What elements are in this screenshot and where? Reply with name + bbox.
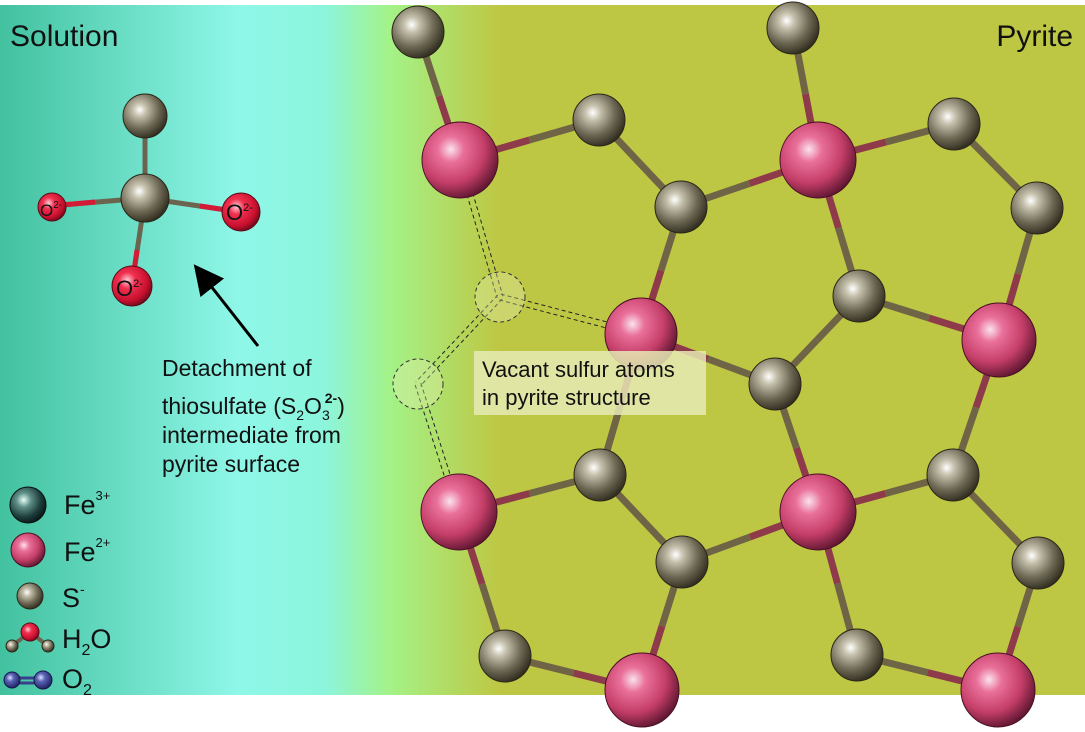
oxygen-molecule-icon bbox=[3, 670, 53, 690]
oxygen-right-label: O2- bbox=[226, 200, 253, 225]
dashed-bond-v1-v2-1 bbox=[419, 298, 503, 387]
sulfur-atom-s11 bbox=[478, 629, 532, 683]
sulfur-atom-s12 bbox=[830, 628, 884, 682]
detachment-annotation: Detachment of thiosulfate (S2O32-) inter… bbox=[162, 355, 345, 477]
svg-text:Vacant sulfur atoms: Vacant sulfur atoms bbox=[482, 357, 675, 382]
legend-water-label: H2O bbox=[62, 624, 111, 659]
vacant-sulfur-site-v1 bbox=[474, 271, 526, 323]
legend-sulfur-label: S- bbox=[62, 581, 85, 613]
iron-atom-fe1 bbox=[421, 121, 499, 199]
iron-atom-fe4 bbox=[961, 302, 1037, 378]
pyrite-atoms bbox=[391, 1, 1065, 728]
detachment-arrow bbox=[193, 264, 260, 347]
thiosulfate-oxygen-left bbox=[37, 192, 67, 222]
thiosulfate-oxygen-right bbox=[221, 192, 261, 232]
iron-atom-fe8 bbox=[960, 652, 1036, 728]
sulfur-atom-s6 bbox=[748, 357, 802, 411]
svg-text:pyrite surface: pyrite surface bbox=[162, 451, 300, 477]
svg-text:Detachment of: Detachment of bbox=[162, 355, 312, 381]
sulfur-sphere-icon bbox=[16, 582, 44, 610]
sulfur-atom-s1 bbox=[572, 93, 626, 147]
sulfur-atom-s3 bbox=[927, 97, 981, 151]
iron-atom-fe5 bbox=[420, 473, 498, 551]
fe2-sphere-icon bbox=[10, 532, 46, 568]
solution-pyrite-background bbox=[0, 5, 1085, 695]
legend-fe3-label: Fe3+ bbox=[64, 488, 110, 520]
sulfur-atom-s4 bbox=[1010, 181, 1064, 235]
thiosulfate-sulfur-terminal bbox=[122, 93, 168, 139]
sulfur-atom-stop1 bbox=[391, 5, 445, 59]
sulfur-atom-s7 bbox=[573, 448, 627, 502]
svg-text:thiosulfate (S2O32-): thiosulfate (S2O32-) bbox=[162, 390, 345, 423]
sulfur-atom-s9 bbox=[655, 535, 709, 589]
legend: Fe3+ Fe2+ S- H2O O2 bbox=[3, 486, 111, 699]
svg-text:intermediate from: intermediate from bbox=[162, 422, 341, 448]
iron-atom-fe6 bbox=[779, 473, 857, 551]
thiosulfate-sulfur-central bbox=[120, 173, 170, 223]
svg-text:in pyrite structure: in pyrite structure bbox=[482, 385, 651, 410]
pyrite-title: Pyrite bbox=[996, 20, 1073, 53]
legend-fe2-label: Fe2+ bbox=[64, 535, 110, 567]
vacant-sulfur-annotation: Vacant sulfur atoms in pyrite structure bbox=[474, 351, 706, 415]
fe3-sphere-icon bbox=[9, 486, 47, 524]
sulfur-atom-s10 bbox=[1011, 536, 1065, 590]
sulfur-atom-stop2 bbox=[766, 1, 820, 55]
sulfur-atom-s2 bbox=[654, 180, 708, 234]
dashed-bond-v1-v2-0 bbox=[415, 294, 499, 383]
oxygen-left-label: O2- bbox=[40, 200, 62, 220]
solution-title: Solution bbox=[10, 20, 118, 53]
oxygen-bottom-label: O2- bbox=[116, 276, 143, 301]
sulfur-atom-s5 bbox=[832, 269, 886, 323]
thiosulfate-molecule: O2- O2- O2- bbox=[37, 93, 261, 307]
thiosulfate-oxygen-bottom bbox=[111, 265, 153, 307]
iron-atom-fe7 bbox=[604, 652, 680, 728]
vacant-sulfur-site-v2 bbox=[392, 358, 444, 410]
sulfur-atom-s8 bbox=[926, 448, 980, 502]
legend-oxygen-label: O2 bbox=[62, 664, 92, 699]
water-molecule-icon bbox=[5, 622, 55, 653]
iron-atom-fe2 bbox=[779, 121, 857, 199]
